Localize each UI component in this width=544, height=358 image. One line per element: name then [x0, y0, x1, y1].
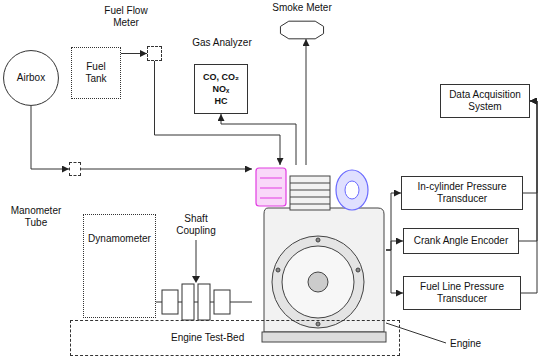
- node-label: Airbox: [17, 72, 45, 84]
- dynamometer-box: Dynamometer: [83, 214, 156, 318]
- smoke-meter-octagon: Smoke Meter: [280, 21, 324, 39]
- part-label: Shaft Coupling: [166, 213, 226, 237]
- bolt: [316, 238, 320, 242]
- text-stack: CO, CO₂NOₓHC: [203, 71, 239, 107]
- connector: [31, 106, 69, 169]
- fuel-tank-box: Fuel Tank: [71, 47, 121, 99]
- muffler-outlet: [345, 181, 359, 199]
- connector: [155, 61, 281, 165]
- node-label: Engine Test-Bed: [169, 332, 246, 344]
- connector: [386, 250, 403, 293]
- connector: [523, 101, 537, 193]
- connector: [81, 169, 252, 170]
- transducer-box: In-cylinder Pressure Transducer: [401, 176, 523, 210]
- bolt: [356, 268, 360, 272]
- cooling-fin: [290, 204, 330, 205]
- test-bed-band: Engine Test-Bed: [70, 320, 400, 356]
- leader-line: [386, 323, 446, 343]
- text-stack: In-cylinder Pressure Transducer: [405, 181, 519, 205]
- engine-node: Engine: [252, 165, 386, 346]
- leader-arrowhead: [192, 276, 200, 283]
- node-label: Manometer Tube: [4, 205, 68, 229]
- cylinder-head: [290, 176, 330, 210]
- node-label: In-cylinder Pressure Transducer: [405, 181, 519, 205]
- node-label: Gas Analyzer: [177, 37, 267, 49]
- cooling-fin: [290, 183, 330, 184]
- engine-block: [264, 208, 384, 332]
- intake-housing: [256, 168, 286, 206]
- airbox-circle: Airbox: [3, 50, 59, 106]
- leader-line: [196, 240, 197, 277]
- octagon-outline: [280, 21, 324, 39]
- node-label: NOₓ: [203, 83, 239, 95]
- manometer-box: Manometer Tube: [69, 162, 81, 176]
- node-label: Smoke Meter: [262, 2, 342, 14]
- coupling-flange: [182, 284, 194, 320]
- transducer-box: Fuel Line Pressure Transducer: [403, 276, 521, 310]
- exhaust: [336, 170, 368, 210]
- air-intake: [256, 168, 286, 206]
- text-stack: Crank Angle Encoder: [414, 235, 509, 247]
- muffler: [336, 170, 368, 210]
- bolt: [276, 268, 280, 272]
- text-stack: Data Acquisition System: [444, 89, 526, 113]
- coupling-part: [162, 290, 178, 314]
- node-label: Dynamometer: [88, 233, 151, 245]
- flow-meter-box: Fuel Flow Meter: [147, 46, 162, 61]
- cooling-fin: [290, 197, 330, 198]
- node-label: Data Acquisition System: [444, 89, 526, 113]
- node-label: CO, CO₂: [203, 71, 239, 83]
- flywheel-rim: [282, 246, 354, 318]
- intake-line: [260, 178, 282, 179]
- flywheel-cover: [272, 236, 364, 328]
- node-label: Fuel Line Pressure Transducer: [407, 281, 517, 305]
- connector: [386, 241, 403, 250]
- engine-foot: [262, 332, 386, 342]
- connector: [221, 114, 296, 165]
- outline: [280, 21, 323, 39]
- text-stack: Airbox: [17, 72, 45, 84]
- text-stack: Fuel Tank: [75, 61, 117, 85]
- connector: [521, 101, 537, 293]
- flywheel-hub: [308, 272, 328, 292]
- gas-analyzer-box: Gas AnalyzerCO, CO₂NOₓHC: [194, 64, 248, 114]
- node-label: Fuel Flow Meter: [98, 5, 154, 29]
- outline: [4, 51, 59, 106]
- text-stack: Fuel Line Pressure Transducer: [407, 281, 517, 305]
- shaft-coupling: [162, 284, 230, 320]
- node-label: Crank Angle Encoder: [414, 235, 509, 247]
- connector: [519, 101, 537, 241]
- cooling-fin: [290, 190, 330, 191]
- node-label: Engine: [450, 338, 500, 350]
- daq-box: Data Acquisition System: [440, 84, 530, 118]
- coupling-flange: [198, 284, 210, 320]
- intake-line: [260, 198, 282, 199]
- intake-line: [260, 188, 282, 189]
- node-label: Fuel Tank: [75, 61, 117, 85]
- connector: [121, 53, 147, 54]
- node-label: HC: [203, 95, 239, 107]
- leader-lines: [192, 240, 446, 343]
- text-stack: Engine Test-Bed: [169, 332, 246, 344]
- bolt: [316, 322, 320, 326]
- encoder-box: Crank Angle Encoder: [403, 228, 519, 254]
- coupling-part: [214, 290, 230, 314]
- text-stack: Dynamometer: [88, 233, 151, 245]
- connector: [306, 39, 307, 165]
